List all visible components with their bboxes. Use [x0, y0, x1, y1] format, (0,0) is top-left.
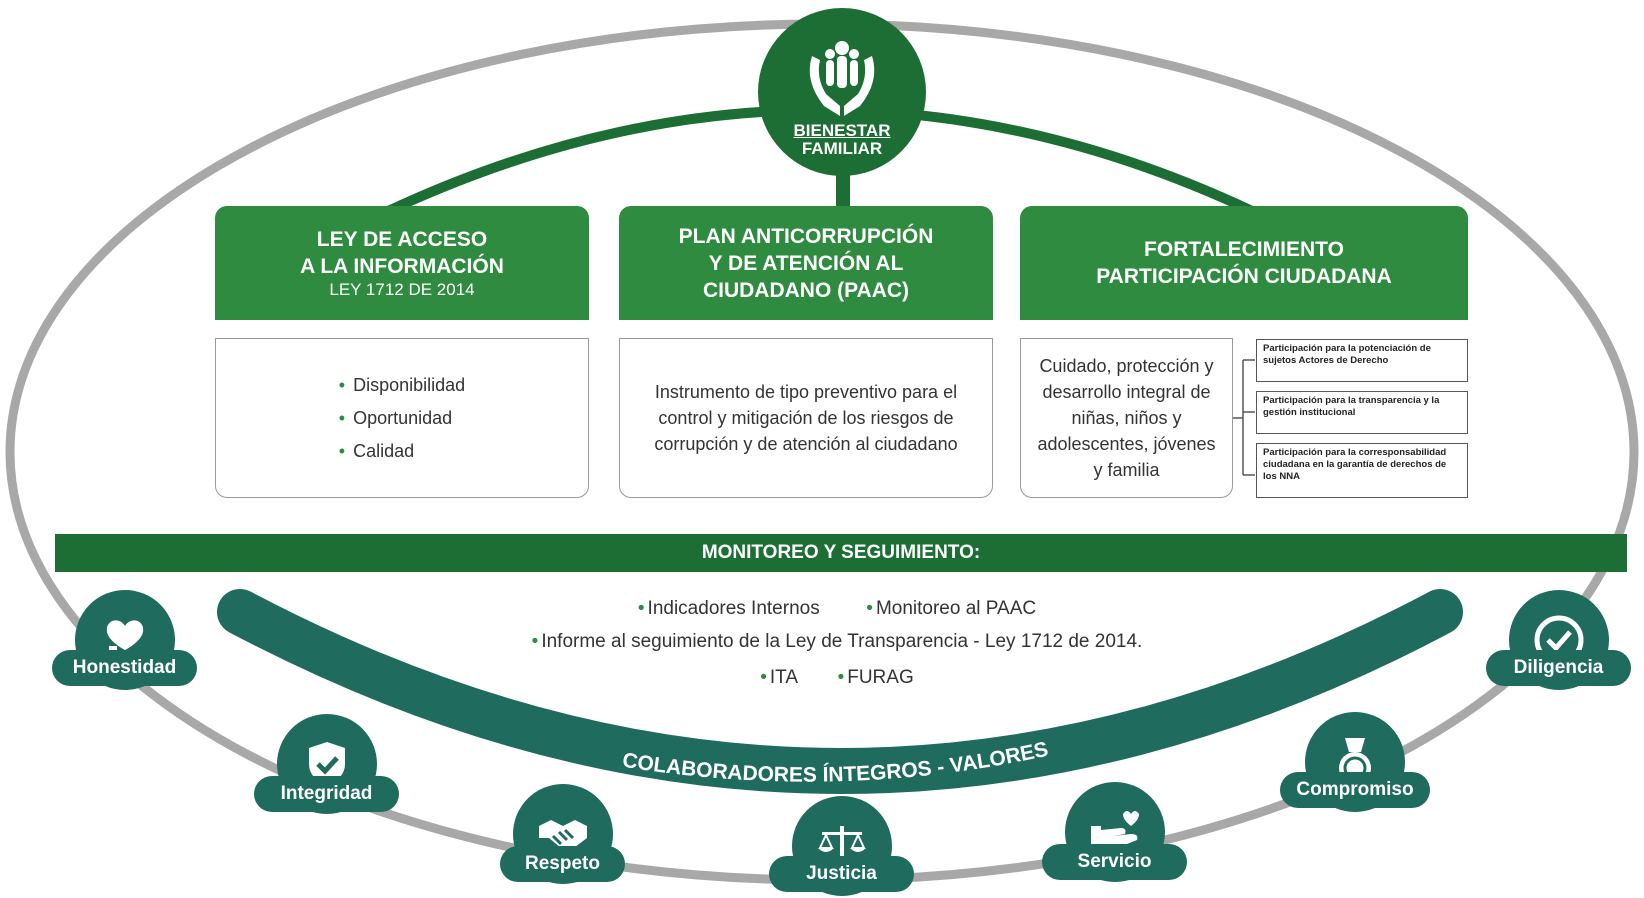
participacion-main: Cuidado, protección y desarrollo integra… [1037, 356, 1216, 480]
values-arc [217, 589, 1463, 794]
participacion-item: Participación para la potenciación de su… [1256, 339, 1468, 382]
monitoreo-row2: Informe al seguimiento de la Ley de Tran… [387, 631, 1287, 653]
family-hands-icon [809, 41, 875, 116]
monitoreo-title: MONITOREO Y SEGUIMIENTO: [701, 542, 981, 563]
monitoreo-item: Informe al seguimiento de la Ley de Tran… [532, 631, 1143, 652]
value-respeto: Respeto [500, 784, 625, 884]
value-servicio: Servicio [1042, 782, 1187, 882]
value-justicia: Justicia [769, 796, 914, 896]
paac-text: Instrumento de tipo preventivo para el c… [654, 382, 958, 454]
ley-item: Disponibilidad [339, 369, 465, 402]
monitoreo-item: Monitoreo al PAAC [866, 598, 1036, 619]
value-label: Compromiso [1280, 772, 1430, 808]
handshake-icon [538, 820, 587, 852]
pillar-ley-subtitle: LEY 1712 DE 2014 [329, 280, 475, 299]
pillar-ley-title: LEY DE ACCESO A LA INFORMACIÓN [300, 228, 504, 278]
value-label: Integridad [254, 776, 399, 812]
pillar-ley-header: LEY DE ACCESO A LA INFORMACIÓN LEY 1712 … [215, 206, 589, 320]
pillar-participacion-header: FORTALECIMIENTO PARTICIPACIÓN CIUDADANA [1020, 206, 1468, 320]
helping-hand-icon [1090, 811, 1139, 848]
monitoreo-row1: Indicadores Internos Monitoreo al PAAC [387, 598, 1287, 620]
pillar-ley-box: Disponibilidad Oportunidad Calidad [215, 338, 589, 498]
value-label: Honestidad [52, 650, 197, 686]
bienestar-familiar-logo: BIENESTAR FAMILIAR [758, 8, 926, 176]
pillar-participacion-title: FORTALECIMIENTO PARTICIPACIÓN CIUDADANA [1096, 238, 1392, 288]
pillar-participacion-box: Cuidado, protección y desarrollo integra… [1020, 338, 1233, 498]
logo-stem [836, 170, 850, 206]
logo-line2: FAMILIAR [801, 139, 883, 158]
shield-check-icon [308, 742, 345, 786]
pillar-paac-title: PLAN ANTICORRUPCIÓN Y DE ATENCIÓN AL CIU… [678, 224, 934, 302]
participacion-item: Participación para la transparencia y la… [1256, 391, 1468, 434]
participacion-item: Participación para la corresponsabilidad… [1256, 443, 1468, 498]
value-label: Servicio [1042, 844, 1187, 880]
ley-item-list: Disponibilidad Oportunidad Calidad [339, 369, 465, 468]
value-label: Justicia [769, 856, 914, 892]
pillar-paac-box: Instrumento de tipo preventivo para el c… [619, 338, 993, 498]
value-label: Diligencia [1486, 650, 1631, 686]
monitoreo-band: MONITOREO Y SEGUIMIENTO: [55, 534, 1627, 572]
participacion-connector [1233, 359, 1255, 476]
monitoreo-item: ITA [760, 667, 797, 688]
value-integridad: Integridad [254, 714, 399, 814]
logo-line1: BIENESTAR [793, 121, 891, 140]
monitoreo-item: Indicadores Internos [638, 598, 820, 619]
pillar-paac-header: PLAN ANTICORRUPCIÓN Y DE ATENCIÓN AL CIU… [619, 206, 993, 320]
value-honestidad: Honestidad [52, 590, 197, 690]
monitoreo-item: FURAG [838, 667, 914, 688]
monitoreo-row3: ITA FURAG [387, 667, 1287, 689]
ley-item: Oportunidad [339, 402, 465, 435]
ley-item: Calidad [339, 435, 465, 468]
value-compromiso: Compromiso [1280, 712, 1430, 812]
value-label: Respeto [500, 846, 625, 882]
value-diligencia: Diligencia [1486, 590, 1631, 690]
